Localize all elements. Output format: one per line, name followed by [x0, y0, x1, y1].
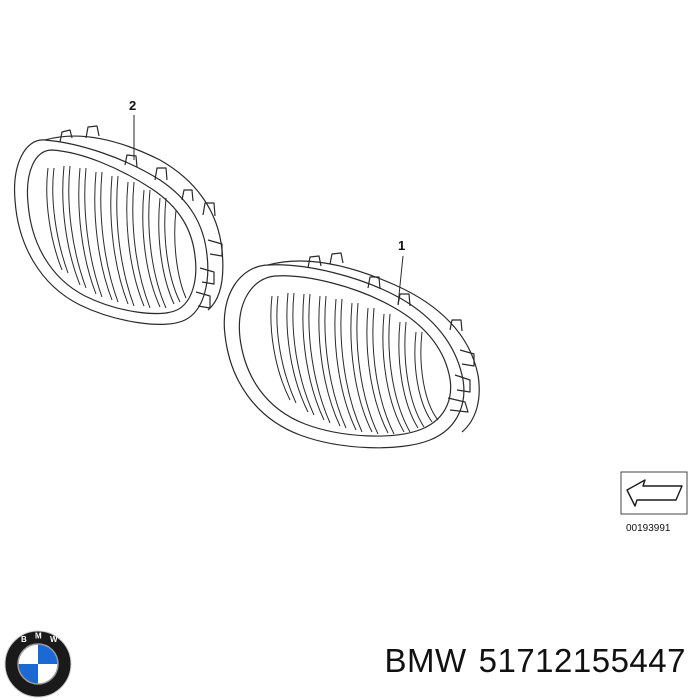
direction-arrow-icon: [626, 479, 683, 507]
svg-text:M: M: [35, 632, 42, 641]
bmw-roundel-icon: B M W: [4, 630, 72, 698]
grille-2-mounting-tabs: [59, 125, 223, 309]
diagram-reference-code: 00193991: [626, 523, 671, 534]
grille-2-housing: [44, 135, 224, 311]
brand-name: BMW: [384, 642, 467, 679]
part-caption: B M W BMW 51712155447: [0, 622, 700, 700]
grille-1-inner-frame: [238, 275, 452, 437]
grille-part-2: [13, 125, 224, 325]
callout-2: 2: [129, 98, 136, 160]
svg-text:1: 1: [398, 238, 405, 253]
grille-2-slats: [46, 165, 187, 309]
grille-part-1: [223, 252, 480, 449]
svg-text:W: W: [50, 635, 58, 644]
callout-1: 1: [397, 238, 405, 306]
grille-1-housing: [267, 260, 480, 433]
grille-2-outer-frame: [13, 139, 209, 325]
part-number: 51712155447: [478, 642, 686, 679]
direction-indicator: 00193991: [620, 471, 688, 534]
grille-1-slats: [270, 292, 439, 435]
svg-text:B: B: [21, 635, 27, 644]
part-label: BMW 51712155447: [384, 642, 686, 680]
grille-2-inner-frame: [26, 149, 197, 315]
grille-1-outer-frame: [223, 264, 465, 449]
svg-text:2: 2: [129, 98, 136, 113]
